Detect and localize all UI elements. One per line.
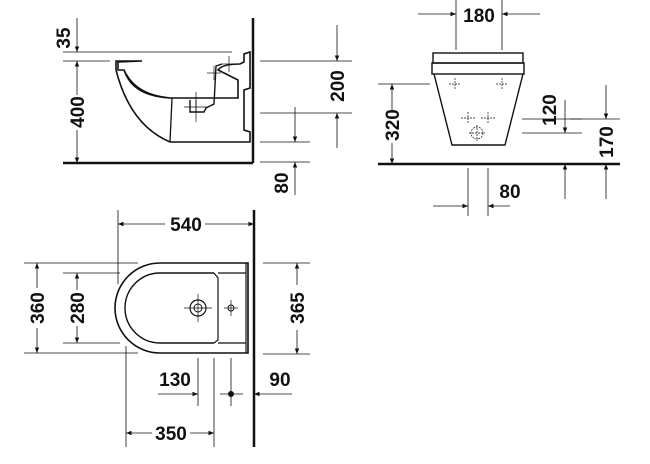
dim-180: 180 <box>463 6 495 27</box>
dim-35: 35 <box>54 27 75 49</box>
dim-80-front: 80 <box>499 182 520 203</box>
dim-320: 320 <box>383 109 404 141</box>
top-view <box>24 210 310 447</box>
dim-170: 170 <box>597 126 618 158</box>
dim-120: 120 <box>540 94 561 126</box>
dim-130: 130 <box>159 370 191 391</box>
dim-400: 400 <box>68 96 89 128</box>
dim-80-side: 80 <box>272 172 293 193</box>
dim-540: 540 <box>170 215 202 236</box>
dim-365: 365 <box>288 292 309 324</box>
dim-90: 90 <box>269 370 290 391</box>
front-view <box>378 0 620 216</box>
dim-360: 360 <box>28 292 49 324</box>
side-view <box>63 18 352 195</box>
dim-350: 350 <box>155 424 187 445</box>
dim-200: 200 <box>328 70 349 102</box>
dim-280: 280 <box>68 292 89 324</box>
